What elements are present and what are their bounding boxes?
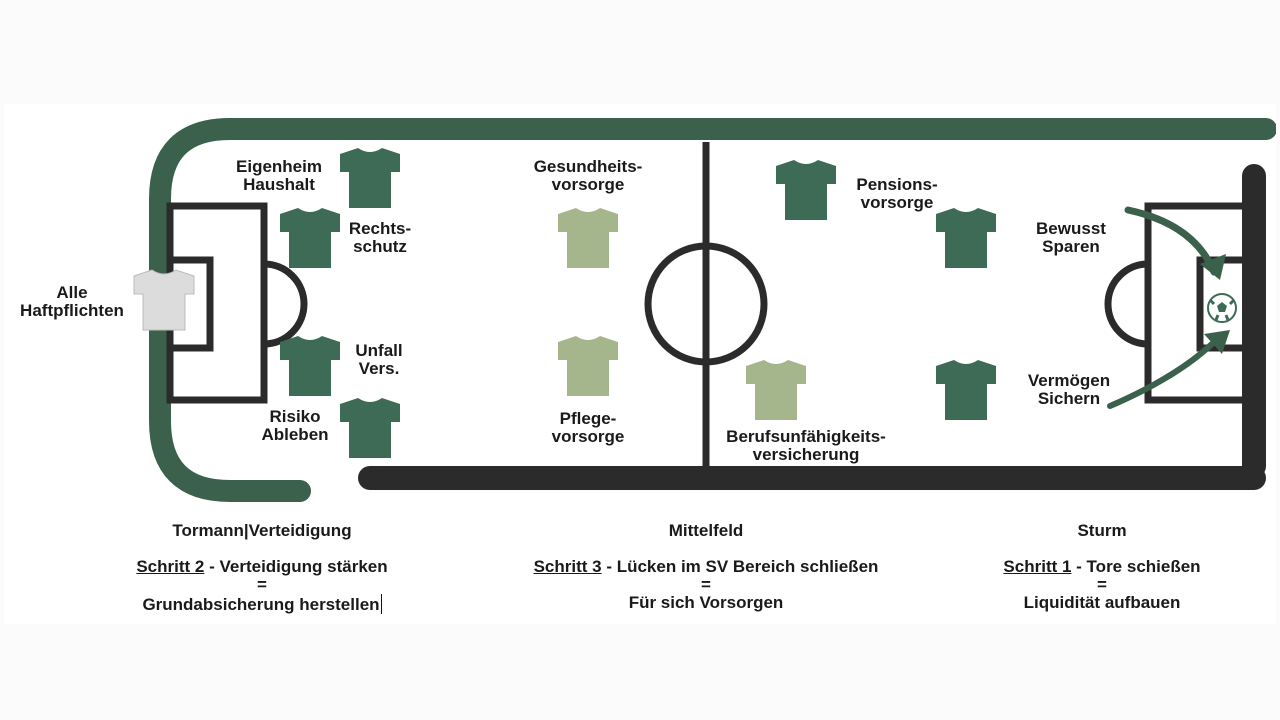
shirt-icon-risiko: [340, 398, 400, 458]
label-bu: Berufsunfähigkeits-versicherung: [726, 427, 886, 464]
label-pension: Pensions-vorsorge: [856, 175, 938, 212]
caption-attack-equals: =: [1097, 575, 1107, 594]
caption-defense-step-text: - Verteidigung stärken: [204, 557, 388, 576]
soccer-ball-icon: [1207, 293, 1237, 323]
right-penalty-arc: [1104, 260, 1149, 348]
label-pflege: Pflege-vorsorge: [551, 409, 625, 446]
caption-midfield-goal: Für sich Vorsorgen: [628, 593, 784, 612]
caption-midfield-step-text: - Lücken im SV Bereich schließen: [601, 557, 879, 576]
left-penalty-arc: [263, 260, 308, 348]
caption-midfield-step: Schritt 3: [533, 557, 602, 576]
text-cursor: [380, 594, 382, 614]
caption-midfield-equals: =: [701, 575, 711, 594]
shirt-icon-vermoegen: [936, 360, 996, 420]
center-circle: [644, 242, 768, 366]
caption-attack-step: Schritt 1: [1003, 557, 1072, 576]
caption-midfield: Mittelfeld Schritt 3 - Lücken im SV Bere…: [496, 522, 916, 612]
caption-defense: Tormann|Verteidigung Schritt 2 - Verteid…: [52, 522, 472, 614]
shirt-icon-bu: [746, 360, 806, 420]
shirt-icon-rechtsschutz: [280, 208, 340, 268]
caption-midfield-title: Mittelfeld: [668, 521, 744, 540]
shirt-icon-sparen: [936, 208, 996, 268]
label-rechtsschutz: Rechts-schutz: [348, 219, 412, 256]
field-border-dark: [358, 164, 1266, 490]
shirt-icon-unfall: [280, 336, 340, 396]
caption-attack-title: Sturm: [1077, 521, 1127, 540]
curved-arrow-icon-upper: [1124, 206, 1226, 280]
label-gesundheit: Gesundheits-vorsorge: [533, 157, 643, 194]
shirt-icon-gesundheit: [558, 208, 618, 268]
shirt-icon-haftpflicht: [133, 269, 195, 331]
shirt-icon-pflege: [558, 336, 618, 396]
caption-defense-step: Schritt 2: [136, 557, 205, 576]
curved-arrow-icon-lower: [1107, 330, 1230, 409]
caption-defense-goal: Grundabsicherung herstellen: [142, 595, 380, 614]
caption-attack-goal: Liquidität aufbauen: [1023, 593, 1181, 612]
caption-defense-equals: =: [257, 575, 267, 594]
soccer-field: [133, 118, 1276, 502]
caption-attack: Sturm Schritt 1 - Tore schießen = Liquid…: [892, 522, 1280, 612]
caption-defense-title: Tormann|Verteidigung: [172, 521, 352, 540]
caption-attack-step-text: - Tore schießen: [1071, 557, 1201, 576]
shirt-icon-eigenheim: [340, 148, 400, 208]
shirt-icon-pension: [776, 160, 836, 220]
